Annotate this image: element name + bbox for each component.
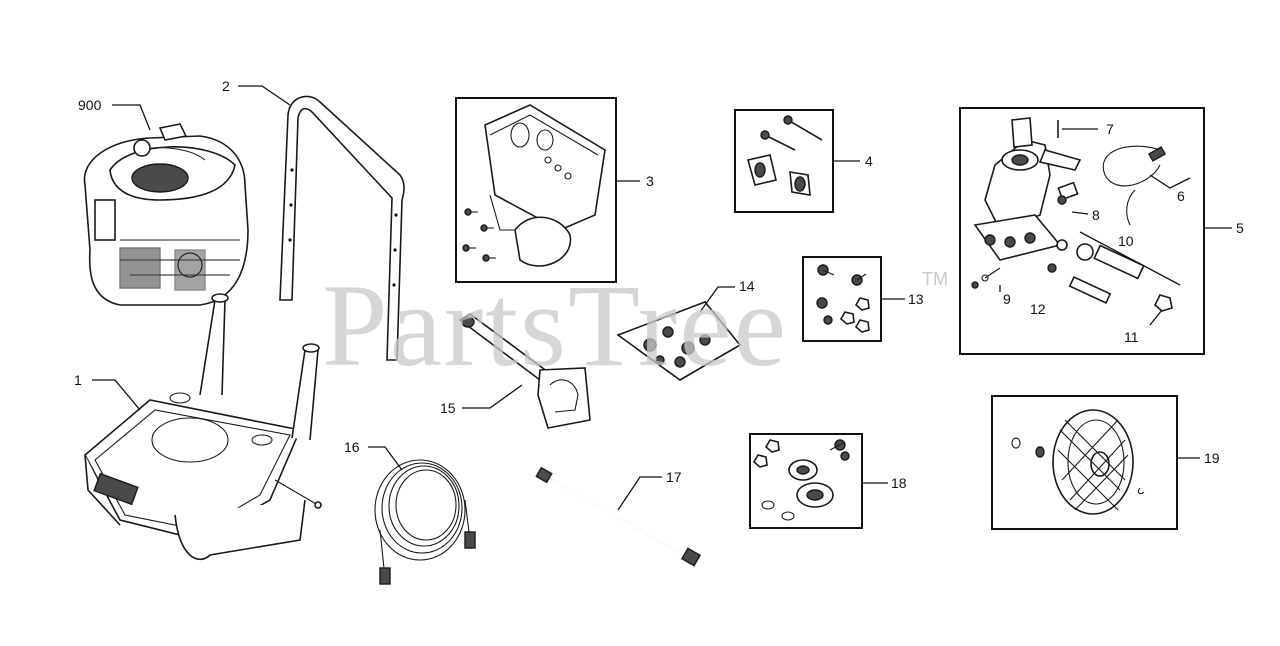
callout-1: 1 bbox=[74, 372, 82, 388]
callout-18: 18 bbox=[891, 475, 907, 491]
callout-3: 3 bbox=[646, 173, 654, 189]
callout-6: 6 bbox=[1177, 188, 1185, 204]
callout-12: 12 bbox=[1030, 301, 1046, 317]
callout-8: 8 bbox=[1092, 207, 1100, 223]
callout-5: 5 bbox=[1236, 220, 1244, 236]
control-panel-part-3[interactable] bbox=[462, 104, 606, 267]
group-box-5 bbox=[959, 107, 1205, 355]
spray-gun-part-15[interactable] bbox=[458, 313, 591, 429]
group-box-3 bbox=[455, 97, 617, 283]
wand-part-17[interactable] bbox=[535, 466, 702, 567]
callout-10: 10 bbox=[1118, 233, 1134, 249]
hardware-kit-part-13[interactable] bbox=[816, 264, 870, 333]
part-8-fitting bbox=[1057, 181, 1079, 205]
callout-11: 11 bbox=[1124, 329, 1139, 345]
pump-part-5[interactable] bbox=[973, 117, 1082, 261]
part-9-fitting bbox=[971, 267, 1001, 289]
callout-14: 14 bbox=[739, 278, 755, 294]
callout-9: 9 bbox=[1003, 291, 1011, 307]
callout-900: 900 bbox=[78, 97, 102, 113]
part-6-hose bbox=[1102, 145, 1167, 226]
part-11-nut bbox=[1154, 294, 1173, 312]
part-10-valve bbox=[1056, 239, 1145, 280]
callout-13: 13 bbox=[908, 291, 924, 307]
callout-2: 2 bbox=[222, 78, 230, 94]
hose-part-16[interactable] bbox=[374, 459, 476, 585]
handle-part-2[interactable] bbox=[279, 95, 405, 361]
wheel-part-19[interactable] bbox=[1011, 409, 1145, 515]
part-12-valve bbox=[1047, 263, 1112, 305]
screw-set-3 bbox=[462, 208, 496, 262]
callout-7: 7 bbox=[1106, 121, 1114, 137]
group-box-19 bbox=[991, 395, 1178, 530]
watermark-text: PartsTree bbox=[322, 260, 788, 391]
hardware-kit-part-4[interactable] bbox=[747, 115, 823, 196]
callout-19: 19 bbox=[1204, 450, 1220, 466]
bearing-kit-part-18[interactable] bbox=[752, 439, 850, 521]
watermark-trademark: TM bbox=[922, 269, 948, 289]
group-box-18 bbox=[749, 433, 863, 529]
callout-16: 16 bbox=[344, 439, 360, 455]
frame-part-1[interactable] bbox=[83, 293, 322, 560]
callout-4: 4 bbox=[865, 153, 873, 169]
callout-17: 17 bbox=[666, 469, 682, 485]
callout-15: 15 bbox=[440, 400, 456, 416]
engine-part-900[interactable] bbox=[83, 123, 249, 306]
hardware-bag-part-14[interactable] bbox=[616, 301, 742, 381]
